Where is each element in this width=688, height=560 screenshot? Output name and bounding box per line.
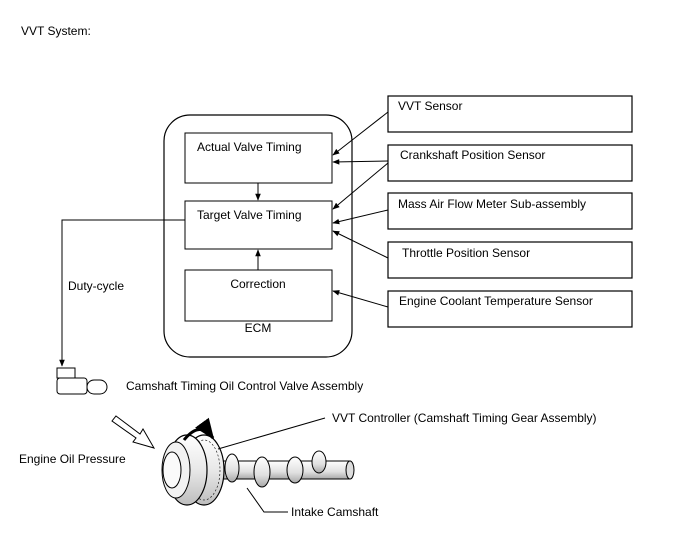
ecm-label: ECM (245, 321, 272, 335)
throttle-position-sensor-box (387, 241, 633, 279)
actual-valve-timing-label: Actual Valve Timing (197, 140, 302, 154)
throttle-position-sensor-label: Throttle Position Sensor (402, 246, 530, 260)
mass-air-flow-meter-box (387, 192, 633, 230)
engine-coolant-temp-sensor-box (387, 290, 633, 328)
vvt-sensor-box (387, 95, 633, 133)
coolant-to-correction-arrow (332, 290, 389, 308)
correction-label: Correction (230, 277, 285, 291)
camshaft-assembly-icon (161, 434, 355, 506)
vvt-sensor-label: VVT Sensor (398, 99, 462, 113)
engine-coolant-temp-sensor-label: Engine Coolant Temperature Sensor (399, 294, 593, 308)
diagram-title: VVT System: (21, 24, 91, 38)
throttle-to-target-arrow (332, 230, 389, 259)
crankshaft-position-sensor-label: Crankshaft Position Sensor (400, 148, 545, 162)
intake-camshaft-leader (246, 487, 288, 513)
ocv-label: Camshaft Timing Oil Control Valve Assemb… (126, 379, 363, 393)
vvt-controller-label: VVT Controller (Camshaft Timing Gear Ass… (332, 411, 597, 425)
crankshaft-to-actual-arrow (332, 159, 389, 165)
crankshaft-position-sensor-box (387, 144, 633, 182)
duty-cycle-output-arrow (59, 219, 185, 367)
oil-control-valve-icon (56, 367, 108, 395)
duty-cycle-label: Duty-cycle (68, 279, 124, 293)
target-valve-timing-block (184, 200, 333, 250)
intake-camshaft-label: Intake Camshaft (291, 505, 379, 519)
target-valve-timing-label: Target Valve Timing (197, 208, 302, 222)
vvt-controller-leader (217, 417, 326, 450)
engine-oil-pressure-label: Engine Oil Pressure (19, 452, 126, 466)
oil-pressure-arrow-icon (111, 415, 156, 449)
ecm-box (163, 114, 353, 358)
maf-to-target-arrow (332, 209, 389, 225)
vvt-sensor-arrow (332, 111, 389, 156)
crankshaft-to-target-arrow (332, 162, 389, 210)
rotation-arrow-icon (182, 417, 215, 441)
mass-air-flow-meter-label: Mass Air Flow Meter Sub-assembly (398, 197, 586, 211)
